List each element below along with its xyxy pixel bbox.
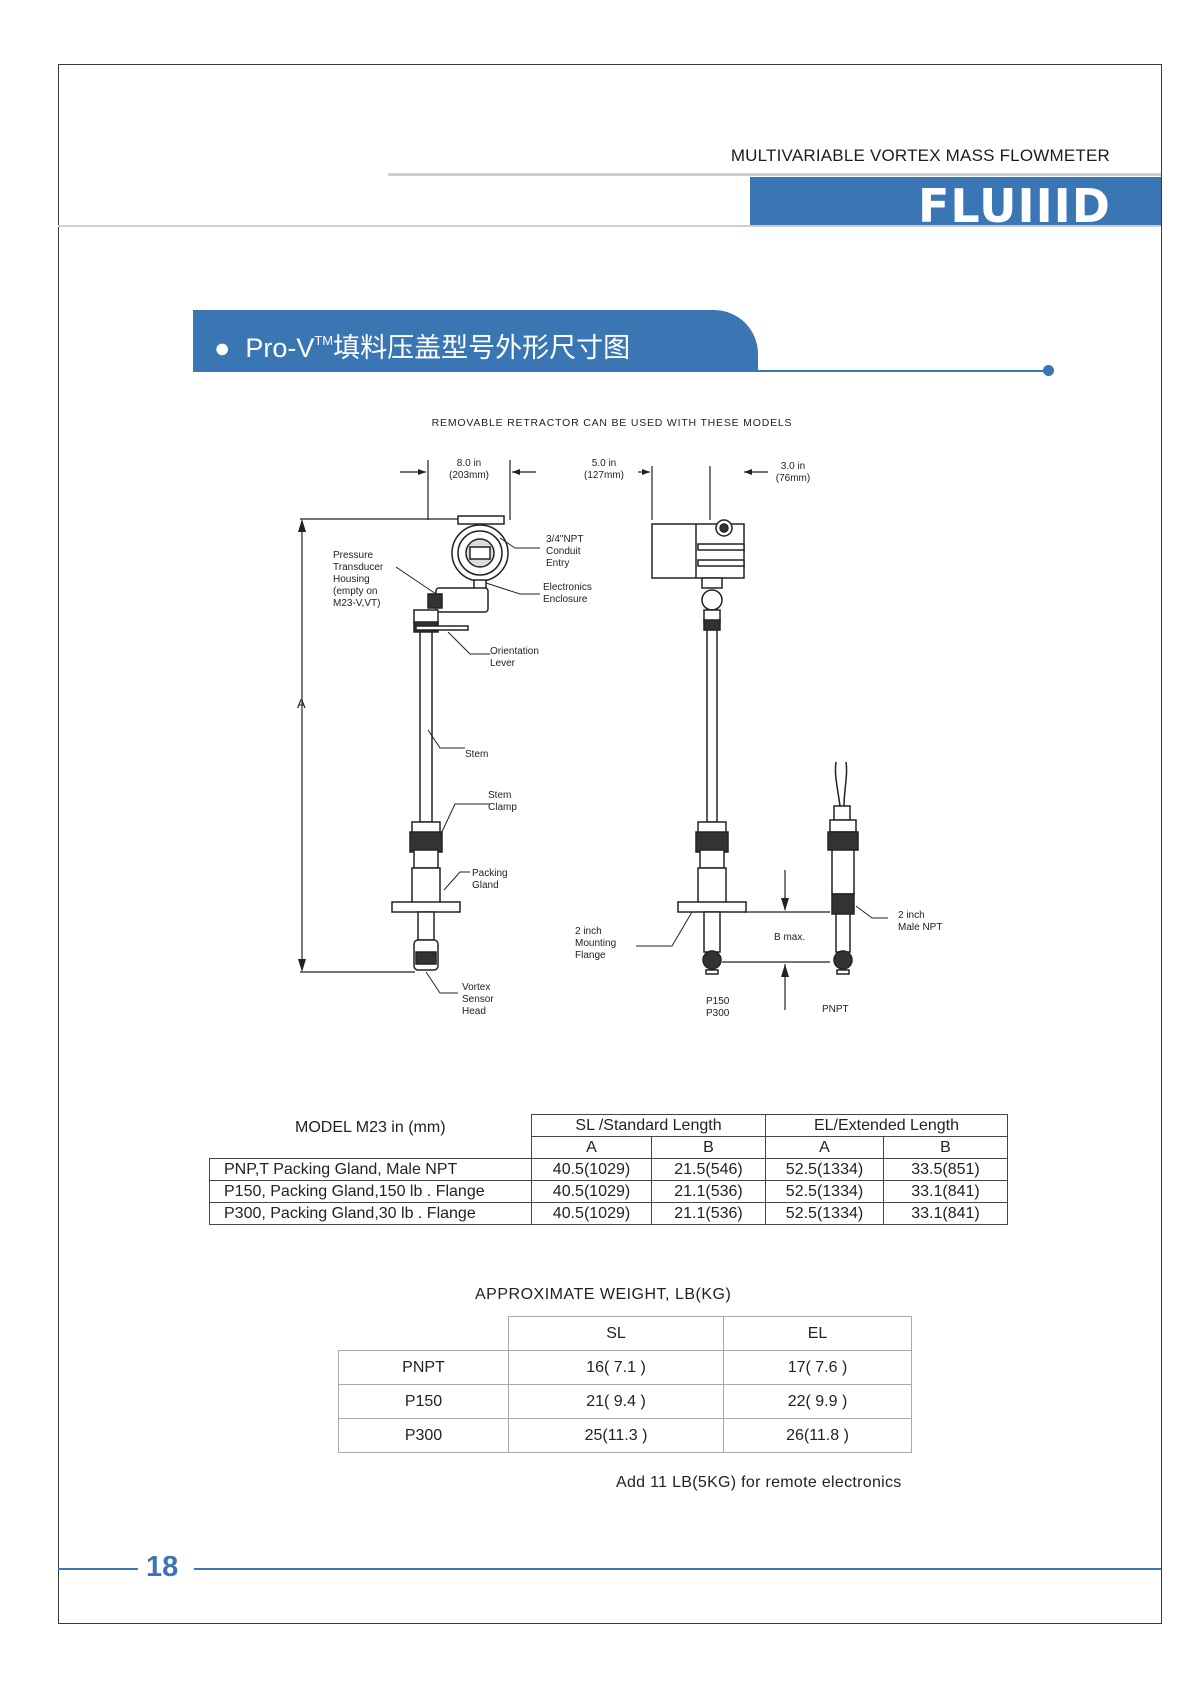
a-arrow-bottom	[298, 959, 306, 972]
dimension-table-header: MODEL M23 in (mm) SL /Standard Length EL…	[210, 1114, 1008, 1137]
bullet-icon: ●	[214, 333, 231, 363]
logo-bar	[750, 177, 1161, 225]
label-p300: P300	[706, 1008, 730, 1019]
dim-203mm: (203mm)	[449, 470, 489, 481]
table-row: PNPT 16( 7.1 ) 17( 7.6 )	[338, 1350, 912, 1385]
section-title-text: 填料压盖型号外形尺寸图	[333, 333, 631, 363]
sub-a-sl: A	[531, 1136, 652, 1159]
label-bmax: B max.	[774, 932, 805, 943]
label-male-npt: 2 inch Male NPT	[898, 910, 942, 933]
label-conduit-entry: 3/4"NPT Conduit Entry	[546, 534, 586, 569]
sub-b-sl: B	[651, 1136, 766, 1159]
header-rule	[388, 173, 1161, 176]
weight-table-header: SL EL	[339, 1316, 912, 1351]
bmax-arrow-bottom	[781, 964, 789, 977]
bmax-arrow-top	[781, 898, 789, 911]
weight-header-el: EL	[723, 1316, 912, 1351]
sl-header: SL /Standard Length	[531, 1114, 766, 1137]
left-device	[391, 515, 509, 971]
label-packing-gland: Packing Gland	[472, 868, 510, 891]
page-number: 18	[146, 1551, 179, 1583]
dimension-table: MODEL M23 in (mm) SL /Standard Length EL…	[209, 1114, 1008, 1225]
section-rule	[193, 370, 1048, 372]
right-device	[827, 761, 859, 975]
diagram-caption: REMOVABLE RETRACTOR CAN BE USED WITH THE…	[432, 417, 793, 429]
model-label: MODEL M23 in (mm)	[294, 1118, 446, 1136]
label-orientation-lever: Orientation Lever	[490, 646, 542, 669]
weight-table: SL EL PNPT 16( 7.1 ) 17( 7.6 ) P150 21( …	[338, 1316, 912, 1453]
dim-76mm: (76mm)	[776, 473, 810, 484]
table-row: P300 25(11.3 ) 26(11.8 )	[338, 1418, 912, 1453]
dim-a-label: A	[297, 696, 306, 711]
footer-rule-left	[58, 1568, 138, 1570]
section-title-prefix: Pro-V	[245, 333, 315, 363]
dim-127mm: (127mm)	[584, 470, 624, 481]
dim-8in: 8.0 in	[457, 458, 481, 469]
table-row: P150 21( 9.4 ) 22( 9.9 )	[338, 1384, 912, 1419]
section-tab	[193, 310, 758, 372]
dimension-drawing: REMOVABLE RETRACTOR CAN BE USED WITH THE…	[297, 417, 942, 1019]
right-leaders	[636, 905, 888, 947]
a-arrow-top	[298, 519, 306, 532]
remote-electronics-note: Add 11 LB(5KG) for remote electronics	[616, 1474, 902, 1491]
dimension-table-subheader: A B A B	[210, 1136, 1008, 1159]
el-header: EL/Extended Length	[765, 1114, 1008, 1137]
middle-device	[651, 519, 747, 975]
dim-3in: 3.0 in	[781, 461, 805, 472]
label-stem: Stem	[465, 749, 488, 760]
label-vortex-sensor-head: Vortex Sensor Head	[462, 982, 496, 1017]
label-stem-clamp: Stem Clamp	[488, 790, 517, 813]
trademark-mark: TM	[314, 333, 334, 348]
sub-a-el: A	[765, 1136, 884, 1159]
top-dimension-lines	[400, 460, 768, 520]
page-frame	[58, 64, 1162, 1624]
table-row: P300, Packing Gland,30 lb . Flange 40.5(…	[209, 1202, 1008, 1225]
left-leaders	[395, 537, 540, 994]
header-title: MULTIVARIABLE VORTEX MASS FLOWMETER	[730, 146, 1110, 165]
label-electronics-enclosure: Electronics Enclosure	[543, 582, 595, 605]
header-bottom-rule	[58, 225, 1161, 227]
brand-logo: FLUIIID	[918, 179, 1111, 233]
table-row: PNP,T Packing Gland, Male NPT 40.5(1029)…	[209, 1158, 1008, 1181]
label-p150: P150	[706, 996, 730, 1007]
section-title: ● Pro-VTM填料压盖型号外形尺寸图	[214, 326, 630, 365]
section-rule-dot	[1043, 365, 1054, 376]
a-dimension	[300, 518, 472, 973]
weight-header-sl: SL	[508, 1316, 724, 1351]
dim-5in: 5.0 in	[592, 458, 616, 469]
footer-rule-right	[194, 1568, 1161, 1570]
top-dimension-arrows	[418, 469, 752, 475]
weight-table-title: APPROXIMATE WEIGHT, LB(KG)	[475, 1286, 732, 1303]
label-mounting-flange: 2 inch Mounting Flange	[575, 926, 619, 961]
label-pressure-housing: Pressure Transducer Housing (empty on M2…	[333, 550, 386, 609]
sub-b-el: B	[883, 1136, 1008, 1159]
bmax-dimension	[722, 870, 830, 1010]
label-pnpt: PNPT	[822, 1004, 849, 1015]
table-row: P150, Packing Gland,150 lb . Flange 40.5…	[209, 1180, 1008, 1203]
